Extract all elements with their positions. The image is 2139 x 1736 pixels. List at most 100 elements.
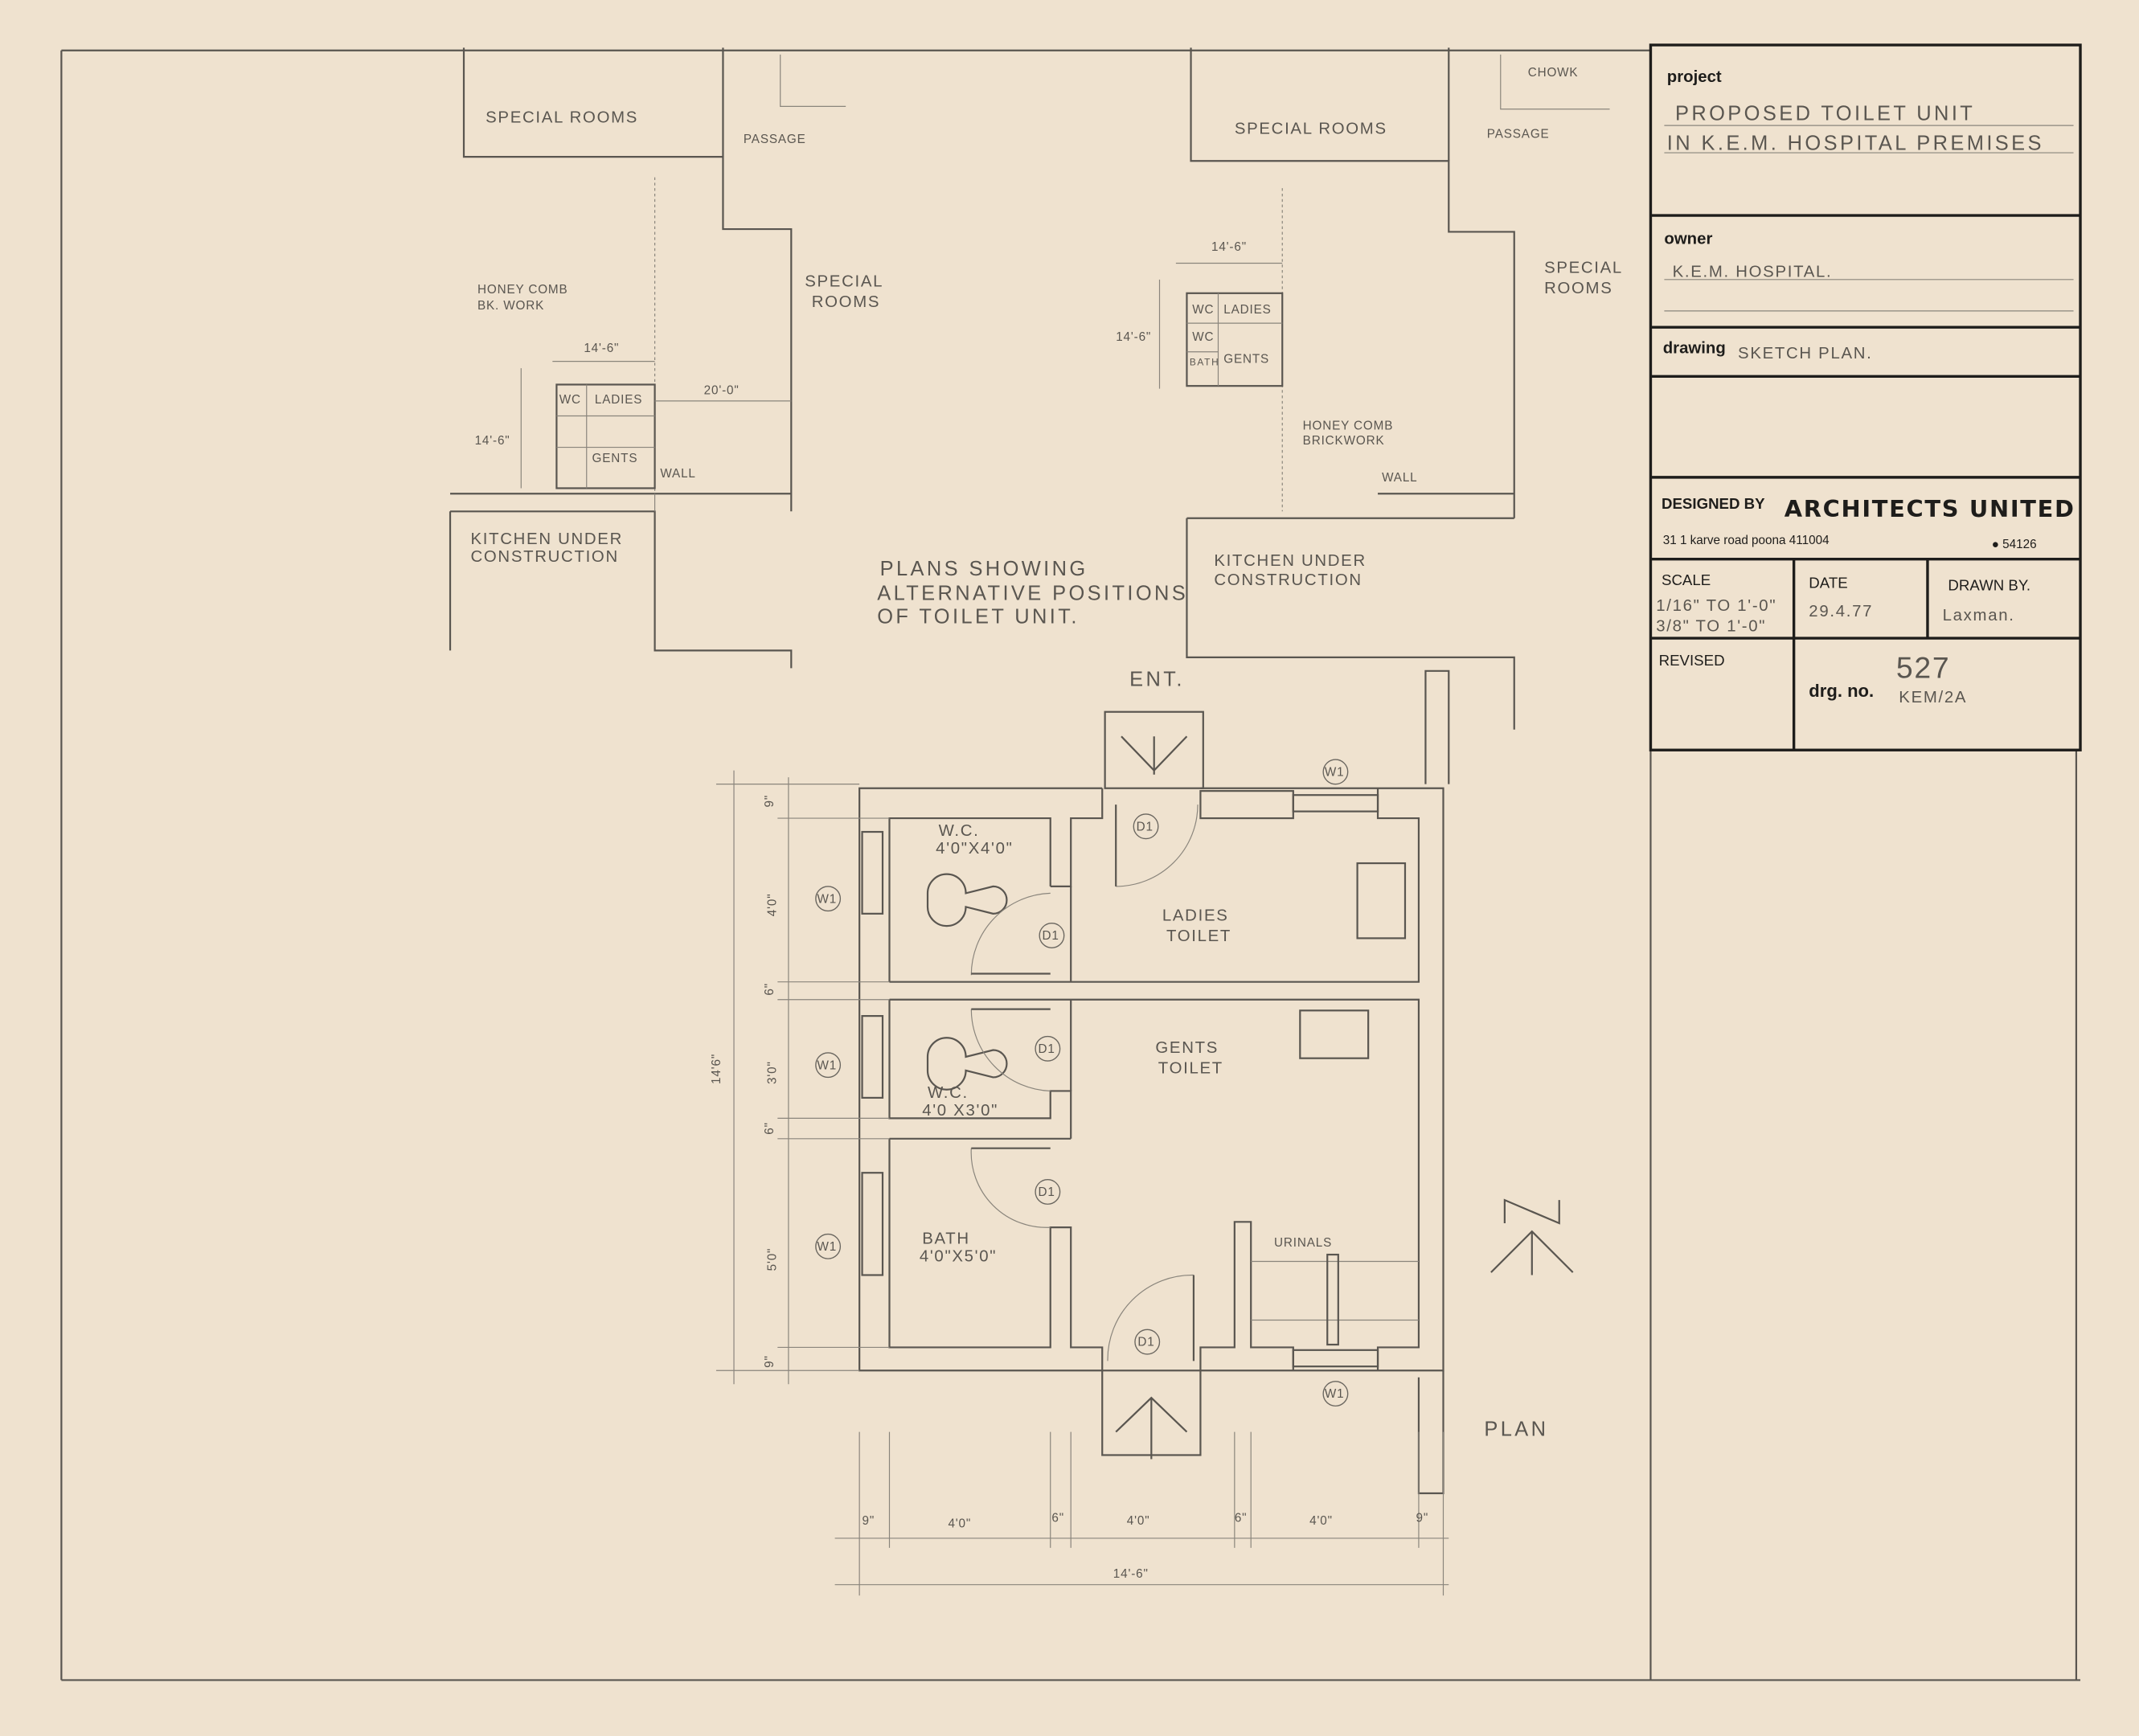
right-wc-1: WC — [1192, 303, 1214, 317]
wc2-name: W.C. — [928, 1084, 969, 1102]
site-plans-caption: PLANS SHOWING ALTERNATIVE POSITIONS OF T… — [877, 558, 1188, 628]
horizontal-dimensions: 9" 4'0" 6" 4'0" 6" 4'0" 9" 14'-6" — [834, 1431, 1449, 1596]
drawing-label: drawing — [1663, 339, 1726, 357]
window-tag: W1 — [1325, 765, 1345, 779]
drawn-by-value: Laxman. — [1943, 607, 2015, 624]
right-bath: BATH — [1190, 357, 1220, 368]
dim-h-0: 9" — [863, 1514, 875, 1528]
left-kitchen-1: KITCHEN UNDER — [470, 530, 622, 548]
entrance-label: ENT. — [1129, 668, 1185, 690]
door-tags: D1 D1 D1 D1 D1 — [1035, 813, 1161, 1355]
left-wc: WC — [559, 393, 581, 407]
right-honeycomb-2: BRICKWORK — [1303, 434, 1385, 448]
door-tag: D1 — [1038, 1042, 1055, 1056]
window-tag: W1 — [817, 1240, 838, 1254]
firm-address: 31 1 karve road poona 411004 — [1663, 534, 1830, 547]
dim-v-2: 6" — [763, 983, 777, 996]
bath-name: BATH — [922, 1230, 970, 1247]
vertical-dimensions: 9" 4'0" 6" 3'0" 6" 5'0" 9" 14'6" — [710, 770, 890, 1385]
drg-no-number: 527 — [1896, 650, 1950, 684]
dim-v-4: 6" — [763, 1122, 777, 1135]
right-gents: GENTS — [1223, 352, 1269, 366]
dim-h-3: 4'0" — [1127, 1514, 1150, 1528]
drawing-value: SKETCH PLAN. — [1738, 345, 1872, 362]
dim-v-5: 5'0" — [766, 1248, 780, 1271]
left-gents: GENTS — [592, 452, 638, 465]
window-tags: W1 W1 W1 W1 W1 — [815, 759, 1349, 1407]
dim-h-total: 14'-6" — [1113, 1567, 1149, 1581]
site-plan-left: SPECIAL ROOMS PASSAGE SPECIAL ROOMS HONE… — [449, 47, 882, 669]
date-label: DATE — [1809, 574, 1847, 591]
north-arrow-icon: N — [1490, 1198, 1574, 1275]
wc1-size: 4'0"X4'0" — [936, 840, 1013, 858]
scale-label: SCALE — [1662, 571, 1711, 588]
ladies-toilet-label-1: LADIES — [1162, 907, 1229, 924]
door-tag: D1 — [1043, 929, 1059, 943]
dim-v-0: 9" — [763, 795, 777, 808]
revised-label: REVISED — [1659, 652, 1725, 669]
dim-h-6: 9" — [1416, 1512, 1429, 1525]
right-dim-height: 14'-6" — [1116, 330, 1151, 344]
dim-v-total: 14'6" — [710, 1054, 723, 1084]
left-wall: WALL — [660, 467, 695, 481]
project-line-2: IN K.E.M. HOSPITAL PREMISES — [1667, 133, 2044, 155]
scale-line-2: 3/8" TO 1'-0" — [1656, 618, 1766, 636]
dim-v-3: 3'0" — [766, 1061, 780, 1084]
wc1-name: W.C. — [939, 822, 980, 840]
right-honeycomb-1: HONEY COMB — [1303, 419, 1394, 432]
left-honeycomb-2: BK. WORK — [477, 299, 544, 313]
left-kitchen-2: CONSTRUCTION — [470, 548, 618, 566]
door-tag: D1 — [1038, 1185, 1055, 1199]
ladies-toilet-label-2: TOILET — [1166, 927, 1231, 945]
toilet-floor-plan: ENT. W.C. 4'0"X4'0" — [710, 668, 1574, 1596]
site-plan-right: CHOWK SPECIAL ROOMS PASSAGE SPECIAL ROOM… — [1116, 47, 1623, 784]
right-wc-2: WC — [1192, 330, 1214, 344]
owner-value: K.E.M. HOSPITAL. — [1673, 263, 1833, 280]
window-tag: W1 — [817, 1058, 838, 1072]
right-special-rooms-side-2: ROOMS — [1544, 280, 1612, 297]
bath-size: 4'0"X5'0" — [920, 1248, 997, 1266]
dim-v-6: 9" — [763, 1355, 777, 1368]
designed-by-label: DESIGNED BY — [1662, 495, 1765, 512]
door-tag: D1 — [1137, 1336, 1154, 1349]
dim-h-5: 4'0" — [1309, 1514, 1333, 1528]
firm-phone: ● 54126 — [1992, 538, 2037, 551]
right-ladies: LADIES — [1223, 303, 1271, 317]
project-line-1: PROPOSED TOILET UNIT — [1675, 102, 1975, 125]
firm-name: ARCHITECTS UNITED — [1785, 495, 2075, 522]
right-dim-width: 14'-6" — [1211, 240, 1247, 254]
right-special-rooms-top: SPECIAL ROOMS — [1235, 120, 1387, 137]
drg-no-label: drg. no. — [1809, 681, 1874, 701]
date-value: 29.4.77 — [1809, 603, 1873, 620]
gents-toilet-label-1: GENTS — [1155, 1039, 1219, 1057]
door-tag: D1 — [1137, 820, 1154, 833]
left-ladies: LADIES — [595, 393, 642, 407]
title-block: project PROPOSED TOILET UNIT IN K.E.M. H… — [1649, 43, 2082, 751]
caption-line-1: PLANS SHOWING — [880, 558, 1088, 580]
caption-line-3: OF TOILET UNIT. — [877, 605, 1080, 628]
dim-v-1: 4'0" — [766, 894, 780, 917]
dim-h-1: 4'0" — [948, 1517, 971, 1530]
urinals-label: URINALS — [1274, 1236, 1332, 1250]
dim-h-4: 6" — [1235, 1512, 1248, 1525]
right-special-rooms-side-1: SPECIAL — [1544, 259, 1623, 276]
left-dim-height: 14'-6" — [475, 434, 510, 448]
left-dim-distance: 20'-0" — [704, 383, 740, 397]
gents-toilet-label-2: TOILET — [1158, 1059, 1223, 1077]
sheet-border — [60, 49, 2081, 1681]
plan-title: PLAN — [1484, 1419, 1548, 1441]
left-honeycomb-1: HONEY COMB — [477, 283, 568, 297]
dim-h-2: 6" — [1051, 1512, 1064, 1525]
owner-label: owner — [1664, 231, 1712, 248]
right-chowk: CHOWK — [1528, 66, 1579, 80]
caption-line-2: ALTERNATIVE POSITIONS — [877, 583, 1188, 605]
right-kitchen-2: CONSTRUCTION — [1214, 571, 1362, 589]
scale-line-1: 1/16" TO 1'-0" — [1656, 597, 1776, 615]
window-tag: W1 — [817, 892, 838, 906]
right-passage: PASSAGE — [1487, 127, 1550, 141]
wc2-size: 4'0 X3'0" — [922, 1102, 998, 1120]
left-special-rooms-top: SPECIAL ROOMS — [486, 109, 638, 127]
left-special-rooms-side-2: ROOMS — [812, 293, 880, 311]
left-passage: PASSAGE — [744, 133, 806, 146]
